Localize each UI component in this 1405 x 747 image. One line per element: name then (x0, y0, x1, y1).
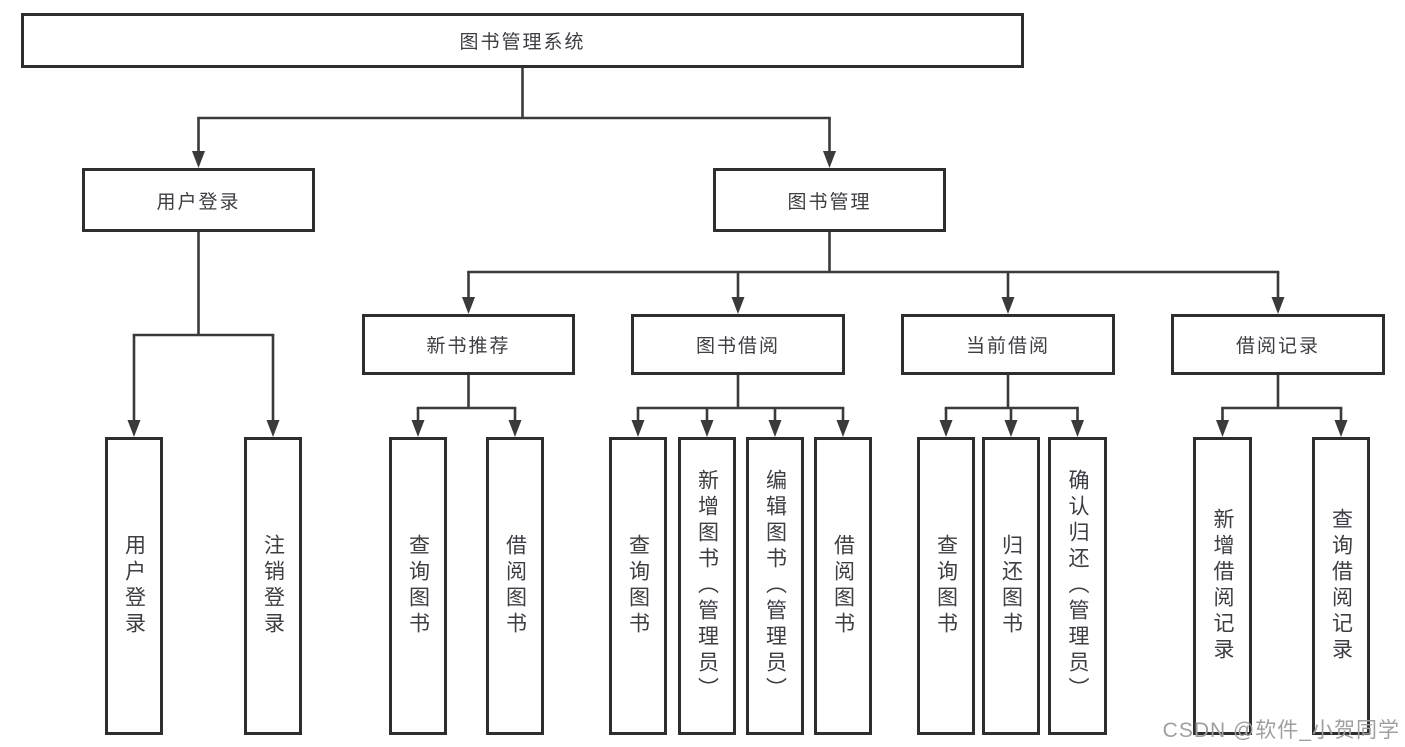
arrow-down-icon (1004, 420, 1018, 437)
node-leaf-cb-return: 归还图书 (982, 437, 1040, 735)
arrow-down-icon (1216, 420, 1229, 437)
connector-new-book-rec (411, 375, 522, 437)
node-leaf-bb-query: 查询图书 (609, 437, 667, 735)
node-leaf-nbr-query: 查询图书 (389, 437, 447, 735)
node-label-leaf-nbr-query: 查询图书 (406, 534, 430, 638)
node-book-borrow: 图书借阅 (631, 314, 845, 375)
node-label-leaf-bb-edit: 编辑图书（管理员） (763, 469, 787, 703)
node-user-login: 用户登录 (82, 168, 315, 232)
arrow-down-icon (823, 151, 836, 168)
node-label-leaf-bb-add: 新增图书（管理员） (695, 469, 719, 703)
arrow-down-icon (1271, 297, 1285, 314)
node-label-book-mgmt: 图书管理 (787, 191, 872, 213)
arrow-down-icon (700, 420, 714, 437)
node-label-user-login: 用户登录 (156, 191, 241, 213)
node-label-current-borrow: 当前借阅 (965, 336, 1050, 357)
connector-root (192, 68, 836, 168)
node-leaf-cb-confirm: 确认归还（管理员） (1048, 437, 1107, 735)
node-book-mgmt: 图书管理 (713, 168, 946, 232)
node-label-leaf-cb-return: 归还图书 (999, 534, 1023, 638)
arrow-down-icon (266, 420, 280, 437)
arrow-down-icon (631, 420, 645, 437)
node-label-leaf-br-add: 新增借阅记录 (1211, 508, 1234, 664)
node-leaf-bb-borrow: 借阅图书 (814, 437, 872, 735)
node-leaf-cb-query: 查询图书 (917, 437, 975, 735)
node-label-leaf-cb-query: 查询图书 (934, 534, 958, 638)
node-root: 图书管理系统 (21, 13, 1024, 68)
arrow-down-icon (939, 420, 953, 437)
node-leaf-user-login: 用户登录 (105, 437, 163, 735)
watermark: CSDN @软件_小贺同学 (1162, 719, 1400, 742)
node-label-leaf-br-query: 查询借阅记录 (1329, 508, 1353, 664)
node-leaf-nbr-borrow: 借阅图书 (486, 437, 544, 735)
connector-book-borrow (631, 375, 850, 437)
node-current-borrow: 当前借阅 (901, 314, 1115, 375)
node-leaf-bb-edit: 编辑图书（管理员） (746, 437, 804, 735)
arrow-down-icon (508, 420, 522, 437)
arrow-down-icon (768, 420, 782, 437)
node-new-book-rec: 新书推荐 (362, 314, 575, 375)
connector-user-login (127, 232, 280, 437)
node-label-new-book-rec: 新书推荐 (426, 336, 511, 357)
node-label-leaf-bb-borrow: 借阅图书 (831, 534, 855, 638)
connector-book-mgmt (462, 232, 1285, 314)
node-leaf-logout: 注销登录 (244, 437, 302, 735)
node-label-leaf-logout: 注销登录 (261, 534, 285, 638)
arrow-down-icon (836, 420, 850, 437)
arrow-down-icon (192, 151, 205, 168)
arrow-down-icon (462, 297, 475, 314)
node-label-borrow-records: 借阅记录 (1235, 336, 1320, 357)
node-label-leaf-bb-query: 查询图书 (626, 534, 650, 638)
node-label-book-borrow: 图书借阅 (695, 336, 780, 357)
arrow-down-icon (127, 420, 141, 437)
arrow-down-icon (1071, 420, 1084, 437)
arrow-down-icon (1334, 420, 1348, 437)
node-leaf-br-query: 查询借阅记录 (1312, 437, 1370, 735)
arrow-down-icon (411, 420, 425, 437)
node-label-leaf-user-login: 用户登录 (122, 534, 146, 638)
connector-borrow-records (1216, 375, 1348, 437)
arrow-down-icon (1001, 297, 1015, 314)
node-leaf-br-add: 新增借阅记录 (1193, 437, 1252, 735)
node-label-leaf-nbr-borrow: 借阅图书 (503, 534, 527, 638)
node-label-leaf-cb-confirm: 确认归还（管理员） (1066, 469, 1089, 703)
node-borrow-records: 借阅记录 (1171, 314, 1385, 375)
node-label-root: 图书管理系统 (459, 32, 586, 53)
connector-current-borrow (939, 375, 1084, 437)
arrow-down-icon (731, 297, 745, 314)
node-leaf-bb-add: 新增图书（管理员） (678, 437, 736, 735)
